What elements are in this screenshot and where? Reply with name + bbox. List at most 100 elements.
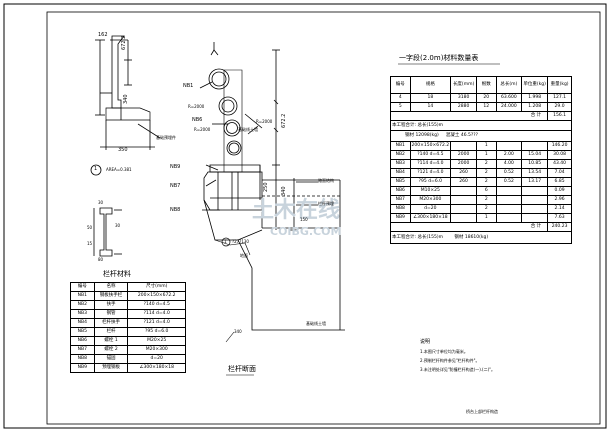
railing-row-cell: 栏杆 [93, 327, 129, 337]
steel-row-cell: 260 [450, 168, 478, 178]
dim-350: 350 [118, 147, 128, 153]
steel-weight-label: 钢材 [405, 133, 414, 138]
notes-title: 说明 [420, 339, 431, 345]
small-dim-4: 30 [115, 223, 121, 228]
rebar-total-row: 合 计 156.1 [389, 111, 572, 121]
small-dim-5: 80 [98, 257, 104, 262]
steel-row-cell: 15.04 [521, 150, 549, 160]
footer-row: 本工程合计: 总长(155)m 钢材 18610(kg) [390, 231, 572, 244]
rt-head-name: 名称 [93, 282, 129, 292]
qt-head-spec: 规格 [409, 76, 452, 94]
rebar-row-cell: 14 [409, 102, 452, 112]
steel-row-cell: 2.14 [547, 204, 572, 214]
steel-row-cell: NB3 [390, 159, 411, 169]
label-nb8: NB8 [170, 207, 181, 213]
watermark-url: COIBG.COM [270, 225, 342, 238]
steel-row-cell: 2 [476, 204, 497, 214]
railing-row-cell: 钢管 [93, 309, 129, 319]
steel-row-cell: NB7 [390, 195, 411, 205]
label-nb9: NB9 [170, 164, 181, 170]
rebar-row-cell: 1.998 [521, 93, 549, 103]
railing-row-cell: 扶手 [93, 300, 129, 310]
section-detail-symbol [221, 237, 231, 247]
small-dim-1: 30 [98, 200, 104, 205]
railing-row-cell: NB6 [70, 336, 95, 346]
rebar-row-cell: 127.1 [547, 93, 572, 103]
qt-head-unit-weight: 单位重(kg) [521, 76, 549, 94]
steel-row-cell [450, 141, 478, 151]
steel-row-cell: 1 [476, 213, 497, 223]
steel-total: 合 计 240.23 本工程合计: 总长(155)m 钢材 18610(kg) [389, 222, 572, 244]
steel-row-cell: 6 [476, 186, 497, 196]
steel-row-cell: NB2 [390, 150, 411, 160]
railing-section [199, 42, 345, 331]
steel-row-cell: NB9 [390, 213, 411, 223]
steel-row-cell [450, 186, 478, 196]
material-summary: 钢材 12098(kg) 混凝土 46.5??? [390, 130, 572, 142]
rebar-row-cell: 1.208 [521, 102, 549, 112]
label-r2000-a: R=2000 [188, 104, 205, 109]
steel-row-cell: 260 [450, 177, 478, 187]
footer-label: 本工程合计: [392, 234, 417, 240]
note-item: 1.本图尺寸单位均为毫米。 [420, 349, 468, 354]
steel-row-cell: NB5 [390, 177, 411, 187]
steel-row-cell: ?121 d=4.0 [409, 168, 452, 178]
steel-row-cell: NB8 [390, 204, 411, 214]
rebar-row-cell: 2880 [450, 102, 478, 112]
dim-150: 150 [300, 217, 308, 222]
detail-1-number: 1 [94, 166, 98, 172]
section-summary-row: 本工程合计: 总长(155)m [390, 120, 572, 131]
qt-head-count: 根数 [476, 76, 497, 94]
small-dim-2: 50 [87, 225, 93, 230]
railing-row-cell: 预埋钢板 [93, 363, 129, 373]
steel-row-cell [495, 186, 523, 196]
qt-head-total-length: 总长(m) [495, 76, 523, 94]
railing-row-cell: 螺栓 1 [93, 336, 129, 346]
railing-row-cell: NB5 [70, 327, 95, 337]
railing-row-cell: NB3 [70, 309, 95, 319]
dim-250: 250 [263, 182, 269, 192]
area-label: AREA=0.381 [106, 167, 132, 172]
steel-row-cell [521, 213, 549, 223]
steel-row-cell [495, 141, 523, 151]
railing-row-cell: 钢板扶手栏 [93, 291, 129, 301]
steel-row-cell: 13.17 [521, 177, 549, 187]
rebar-row-cell: 4 [390, 93, 411, 103]
steel-row-cell: 2 [476, 177, 497, 187]
railing-row-cell: NB8 [70, 354, 95, 364]
railing-table-title: 栏杆材料 [103, 270, 131, 278]
railing-row-cell: ∠300×180×18 [127, 363, 186, 373]
section-summary: 本工程合计: 总长(155)m [390, 120, 572, 131]
steel-row-cell: 7.04 [547, 168, 572, 178]
railing-row-cell: 200×150×672.2 [127, 291, 186, 301]
rt-head-id: 编号 [70, 282, 95, 292]
railing-row-cell: NB1 [70, 291, 95, 301]
steel-row-cell [521, 141, 549, 151]
railing-row-cell: M20×300 [127, 345, 186, 355]
footer-steel: 钢材 18610(kg) [454, 234, 489, 240]
anchor-bar-label: 栏杆预埋 [318, 201, 334, 206]
steel-row-cell: 4.00 [495, 159, 523, 169]
steel-row-cell: 2.00 [495, 150, 523, 160]
rebar-row-cell: 24.000 [495, 102, 523, 112]
railing-row-cell: ?114 d=4.0 [127, 309, 186, 319]
steel-row-cell: 43.40 [547, 159, 572, 169]
steel-row-cell: ?140 d=4.5 [409, 150, 452, 160]
steel-row-cell: 0.09 [547, 186, 572, 196]
steel-row-cell: 146.20 [547, 141, 572, 151]
steel-row-cell [495, 213, 523, 223]
rebar-total: 合 计 156.1 本工程合计: 总长(155)m 钢材 12098(kg) 混… [389, 111, 572, 142]
